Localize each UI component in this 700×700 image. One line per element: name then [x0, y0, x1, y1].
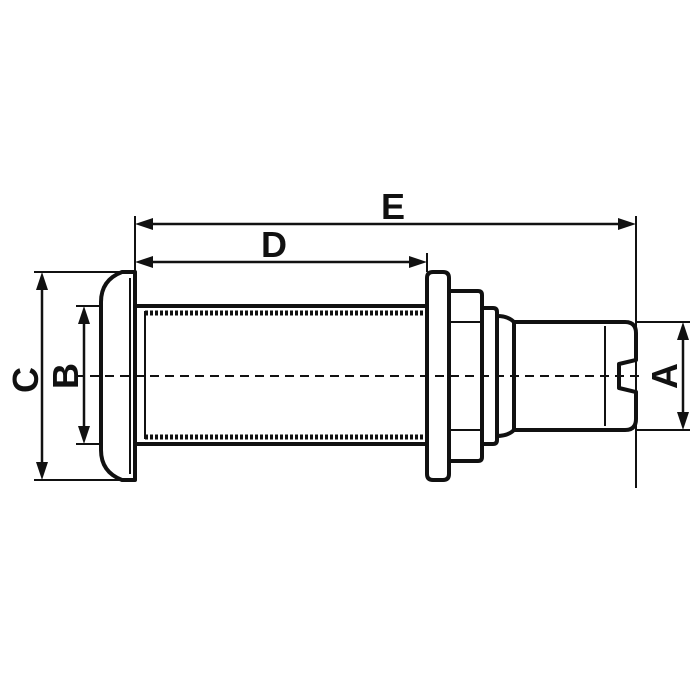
- hex-nut: [447, 289, 484, 463]
- dim-e-arrow-left: [135, 218, 153, 230]
- backing-nut: [425, 270, 451, 482]
- dim-c-arrow-top: [36, 272, 48, 290]
- dim-a-arrow-bottom: [677, 412, 689, 430]
- dim-c-arrow-bottom: [36, 462, 48, 480]
- dim-d-label: D: [261, 224, 287, 265]
- dim-b-label: B: [45, 363, 86, 389]
- dim-e-label: E: [381, 186, 405, 227]
- threaded-body: [133, 304, 429, 446]
- dim-e-arrow-right: [618, 218, 636, 230]
- dim-a-arrow-top: [677, 322, 689, 340]
- dim-b-arrow-top: [78, 306, 90, 324]
- dim-a-label: A: [644, 363, 685, 389]
- dim-c-label: C: [5, 367, 46, 393]
- dim-b-arrow-bottom: [78, 426, 90, 444]
- dim-d-arrow-right: [409, 256, 427, 268]
- collar: [480, 306, 499, 446]
- left-flange: [99, 270, 137, 482]
- dim-d-arrow-left: [135, 256, 153, 268]
- hose-tail: [512, 320, 638, 432]
- neck-taper: [495, 314, 516, 438]
